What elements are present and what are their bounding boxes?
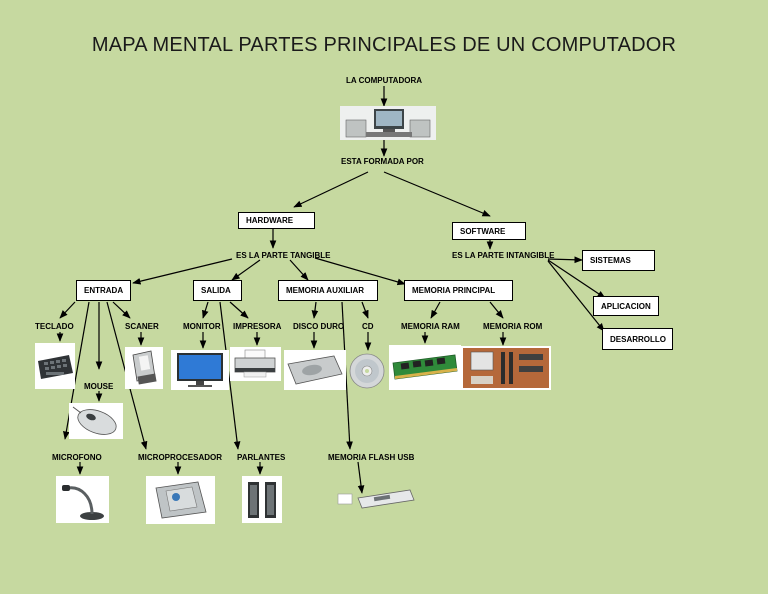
speakers-icon	[242, 476, 282, 523]
arrow-tangible-principal	[314, 257, 406, 286]
arrow-entrada-teclado	[59, 301, 76, 319]
node-mouse: MOUSE	[84, 382, 114, 391]
node-salida: SALIDA	[193, 280, 242, 301]
arrow-intangible-aplicacion	[547, 259, 606, 299]
arrow-principal-ram	[430, 301, 441, 319]
node-microfono: MICROFONO	[52, 453, 102, 462]
arrow-principal-rom	[489, 301, 504, 319]
arrow-salida-parlantes	[219, 301, 241, 450]
node-monitor: MONITOR	[183, 322, 221, 331]
node-memoria-auxiliar: MEMORIA AUXILIAR	[278, 280, 378, 301]
arrow-tangible-auxiliar	[289, 259, 309, 281]
monitor-icon	[171, 350, 229, 390]
node-scaner: SCANER	[125, 322, 159, 331]
arrow-tangible-entrada	[132, 258, 233, 285]
cpu-chip-icon	[146, 476, 215, 524]
arrow-auxiliar-flash	[341, 301, 353, 450]
microphone-icon	[56, 476, 109, 523]
page-title: MAPA MENTAL PARTES PRINCIPALES DE UN COM…	[91, 34, 677, 56]
cd-disc-icon	[348, 352, 386, 390]
mouse-icon	[69, 403, 123, 439]
node-esta-formada-por: ESTA FORMADA POR	[341, 157, 424, 166]
node-memoria-principal: MEMORIA PRINCIPAL	[404, 280, 513, 301]
arrow-auxiliar-disco	[311, 301, 319, 319]
node-desarrollo: DESARROLLO	[602, 328, 673, 350]
arrow-flash-image	[357, 461, 365, 494]
scanner-icon	[125, 347, 163, 389]
node-memoria-ram: MEMORIA RAM	[401, 322, 460, 331]
arrow-salida-monitor	[202, 301, 209, 319]
node-parlantes: PARLANTES	[237, 453, 286, 462]
node-la-computadora: LA COMPUTADORA	[346, 76, 422, 85]
node-sistemas: SISTEMAS	[582, 250, 655, 271]
node-cd: CD	[362, 322, 374, 331]
arrow-formada-hardware	[293, 171, 369, 208]
usb-flash-drive-icon	[334, 486, 416, 510]
arrow-entrada-scaner	[112, 301, 131, 319]
ram-module-icon	[389, 345, 461, 390]
node-microprocesador: MICROPROCESADOR	[138, 453, 223, 462]
node-entrada: ENTRADA	[76, 280, 131, 301]
node-memoria-rom: MEMORIA ROM	[483, 322, 543, 331]
arrow-auxiliar-cd	[361, 301, 369, 319]
arrow-tangible-salida	[231, 259, 261, 281]
node-impresora: IMPRESORA	[233, 322, 282, 331]
node-memoria-flash-usb: MEMORIA FLASH USB	[328, 453, 415, 462]
node-software: SOFTWARE	[452, 222, 526, 240]
node-aplicacion: APLICACION	[593, 296, 659, 316]
arrow-intangible-sistemas	[547, 256, 583, 264]
keyboard-icon	[35, 343, 75, 389]
motherboard-icon	[461, 346, 551, 390]
node-parte-tangible: ES LA PARTE TANGIBLE	[236, 251, 331, 260]
printer-icon	[230, 347, 281, 381]
arrow-salida-impresora	[229, 301, 249, 319]
arrow-intangible-desarrollo	[547, 260, 605, 332]
node-hardware: HARDWARE	[238, 212, 315, 229]
arrow-formada-software	[383, 171, 491, 217]
node-parte-intangible: ES LA PARTE INTANGIBLE	[452, 251, 555, 260]
node-teclado: TECLADO	[35, 322, 74, 331]
desktop-computer-icon	[340, 106, 436, 140]
node-disco-duro: DISCO DURO	[293, 322, 345, 331]
hard-disk-icon	[284, 350, 346, 390]
